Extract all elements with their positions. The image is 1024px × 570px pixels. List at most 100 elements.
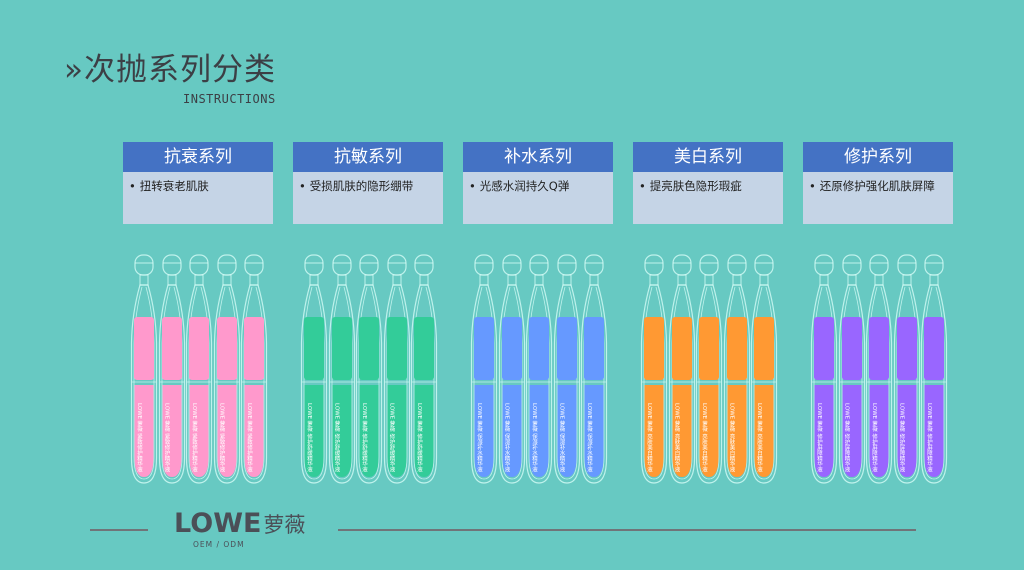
vial-label: LOWE 萝薇 保湿补水精华液 (586, 403, 592, 473)
series-card-title: 补水系列 (463, 142, 613, 172)
ampoule-icon (383, 254, 410, 484)
ampoule-icon (130, 254, 158, 484)
ampoule-vial: LOWE 萝薇 修护舒缓精华液 (383, 253, 411, 485)
vial-group: LOWE 萝薇 亮肤美白精华液 LOWE 萝薇 亮肤美白精华液 LOWE 萝薇 … (640, 253, 784, 485)
vial-label: LOWE 萝薇 保湿补水精华液 (476, 403, 482, 473)
vial-label: LOWE 萝薇 修护屏障精华液 (898, 403, 905, 473)
bullet-icon: • (469, 179, 476, 193)
ampoule-icon (640, 254, 668, 484)
bullet-icon: • (129, 179, 136, 193)
ampoule-vial: LOWE 萝薇 修护舒缓精华液 (328, 253, 356, 485)
series-card-bullet: 受损肌肤的隐形绷带 (309, 179, 414, 193)
vial-label: LOWE 萝薇 紧致修护精华液 (136, 403, 142, 473)
ampoule-icon (723, 254, 750, 484)
logo-text: LOWE (174, 508, 262, 539)
vial-label: LOWE 萝薇 保湿补水精华液 (531, 403, 537, 473)
ampoule-vial: LOWE 萝薇 紧致修护精华液 (158, 253, 186, 485)
ampoule-icon (695, 254, 723, 484)
series-card: 补水系列 •光感水润持久Q弹 (463, 142, 613, 224)
ampoule-icon (580, 254, 608, 484)
vial-group: LOWE 萝薇 修护屏障精华液 LOWE 萝薇 修护屏障精华液 LOWE 萝薇 … (810, 253, 954, 485)
series-card-title: 抗衰系列 (123, 142, 273, 172)
vial-group: LOWE 萝薇 紧致修护精华液 LOWE 萝薇 紧致修护精华液 LOWE 萝薇 … (130, 253, 274, 485)
vial-group: LOWE 萝薇 修护舒缓精华液 LOWE 萝薇 修护舒缓精华液 LOWE 萝薇 … (300, 253, 444, 485)
series-card-body: •受损肌肤的隐形绷带 (293, 172, 443, 224)
ampoule-icon (553, 254, 580, 484)
footer-divider-right (338, 529, 916, 531)
vial-group: LOWE 萝薇 保湿补水精华液 LOWE 萝薇 保湿补水精华液 LOWE 萝薇 … (470, 253, 614, 485)
series-card: 抗衰系列 •扭转衰老肌肤 (123, 142, 273, 224)
brand-tagline: OEM / ODM (193, 540, 245, 549)
ampoule-vial: LOWE 萝薇 亮肤美白精华液 (750, 253, 778, 485)
ampoule-vial: LOWE 萝薇 保湿补水精华液 (525, 253, 553, 485)
ampoule-vial: LOWE 萝薇 修护舒缓精华液 (300, 253, 328, 485)
series-card-title: 美白系列 (633, 142, 783, 172)
series-card-bullet: 扭转衰老肌肤 (139, 179, 209, 193)
ampoule-vial: LOWE 萝薇 亮肤美白精华液 (640, 253, 668, 485)
series-card-title: 抗敏系列 (293, 142, 443, 172)
vial-label: LOWE 萝薇 修护舒缓精华液 (416, 403, 422, 473)
vial-label: LOWE 萝薇 修护舒缓精华液 (306, 403, 312, 473)
ampoule-vial: LOWE 萝薇 亮肤美白精华液 (723, 253, 751, 485)
series-card-body: •光感水润持久Q弹 (463, 172, 613, 224)
series-card-bullet: 提亮肤色隐形瑕疵 (649, 179, 742, 193)
vial-label: LOWE 萝薇 亮肤美白精华液 (756, 403, 762, 473)
ampoule-icon (328, 254, 355, 484)
ampoule-vial: LOWE 萝薇 修护屏障精华液 (865, 253, 893, 485)
ampoule-vial: LOWE 萝薇 修护屏障精华液 (893, 253, 921, 485)
ampoule-vial: LOWE 萝薇 修护舒缓精华液 (355, 253, 383, 485)
ampoule-icon (410, 254, 438, 484)
vial-label: LOWE 萝薇 亮肤美白精华液 (673, 403, 680, 473)
series-card: 抗敏系列 •受损肌肤的隐形绷带 (293, 142, 443, 224)
bullet-icon: • (299, 179, 306, 193)
ampoule-icon (355, 254, 383, 484)
vial-label: LOWE 萝薇 修护屏障精华液 (926, 403, 932, 473)
series-card-body: •扭转衰老肌肤 (123, 172, 273, 224)
page-subtitle: INSTRUCTIONS (183, 92, 276, 106)
ampoule-icon (185, 254, 213, 484)
ampoule-icon (750, 254, 778, 484)
ampoule-icon (300, 254, 328, 484)
vial-label: LOWE 萝薇 保湿补水精华液 (558, 403, 565, 473)
ampoule-vial: LOWE 萝薇 亮肤美白精华液 (695, 253, 723, 485)
ampoule-vial: LOWE 萝薇 修护屏障精华液 (920, 253, 948, 485)
ampoule-vial: LOWE 萝薇 亮肤美白精华液 (668, 253, 696, 485)
ampoule-vial: LOWE 萝薇 紧致修护精华液 (213, 253, 241, 485)
ampoule-icon (920, 254, 948, 484)
ampoule-icon (213, 254, 240, 484)
vial-label: LOWE 萝薇 紧致修护精华液 (246, 403, 252, 473)
page-title: »次抛系列分类 (64, 52, 276, 88)
ampoule-vial: LOWE 萝薇 保湿补水精华液 (498, 253, 526, 485)
series-card-bullet: 还原修护强化肌肤屏障 (819, 179, 935, 193)
vial-label: LOWE 萝薇 紧致修护精华液 (163, 403, 170, 473)
ampoule-vial: LOWE 萝薇 修护屏障精华液 (838, 253, 866, 485)
vial-label: LOWE 萝薇 修护屏障精华液 (843, 403, 850, 473)
vial-label: LOWE 萝薇 修护舒缓精华液 (388, 403, 395, 473)
series-card: 美白系列 •提亮肤色隐形瑕疵 (633, 142, 783, 224)
vial-label: LOWE 萝薇 修护舒缓精华液 (361, 403, 367, 473)
ampoule-vial: LOWE 萝薇 保湿补水精华液 (470, 253, 498, 485)
ampoule-vial: LOWE 萝薇 紧致修护精华液 (185, 253, 213, 485)
bullet-icon: • (809, 179, 816, 193)
vial-label: LOWE 萝薇 修护屏障精华液 (816, 403, 822, 473)
ampoule-icon (893, 254, 920, 484)
brand-logo: LOWE萝薇 (174, 508, 305, 539)
ampoule-vial: LOWE 萝薇 修护舒缓精华液 (410, 253, 438, 485)
series-card-body: •还原修护强化肌肤屏障 (803, 172, 953, 224)
ampoule-icon (865, 254, 893, 484)
ampoule-icon (470, 254, 498, 484)
vial-label: LOWE 萝薇 亮肤美白精华液 (646, 403, 652, 473)
vial-label: LOWE 萝薇 保湿补水精华液 (503, 403, 510, 473)
vial-label: LOWE 萝薇 亮肤美白精华液 (728, 403, 735, 473)
series-card: 修护系列 •还原修护强化肌肤屏障 (803, 142, 953, 224)
ampoule-icon (498, 254, 525, 484)
ampoule-vial: LOWE 萝薇 保湿补水精华液 (553, 253, 581, 485)
logo-cn-text: 萝薇 (263, 513, 306, 537)
vial-label: LOWE 萝薇 紧致修护精华液 (218, 403, 225, 473)
series-card-body: •提亮肤色隐形瑕疵 (633, 172, 783, 224)
ampoule-icon (240, 254, 268, 484)
vial-label: LOWE 萝薇 修护屏障精华液 (871, 403, 877, 473)
ampoule-icon (158, 254, 185, 484)
bullet-icon: • (639, 179, 646, 193)
ampoule-icon (810, 254, 838, 484)
